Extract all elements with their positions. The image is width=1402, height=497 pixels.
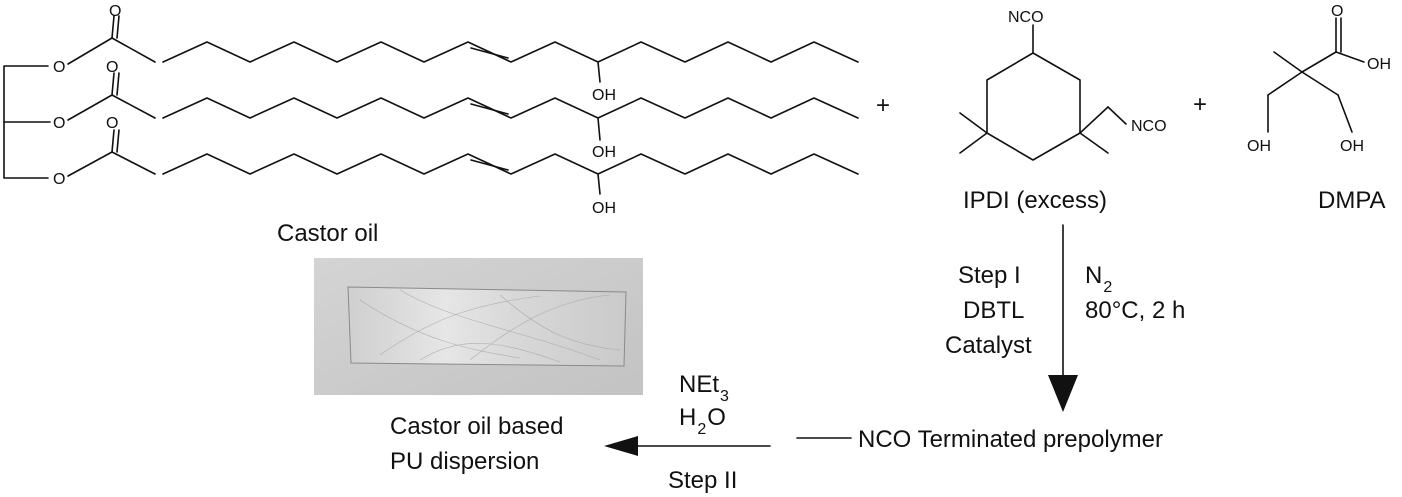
triethylamine-subscript: 3 (720, 388, 729, 405)
hydroxyl-2: OH (592, 144, 616, 161)
carboxyl-oh: OH (1367, 56, 1391, 73)
water-o: O (707, 404, 726, 431)
dmpa-hydroxyl-1: OH (1247, 138, 1271, 155)
carbonyl-o-2: O (106, 59, 118, 76)
film-scratches (359, 289, 621, 363)
ester-o-1: O (53, 59, 65, 76)
ricinoleate-chain-1 (67, 15, 859, 83)
carbonyl-o-1: O (109, 3, 121, 20)
hydroxyl-1: OH (592, 87, 616, 104)
carboxyl-carbonyl-o: O (1331, 3, 1343, 20)
catalyst-word: Catalyst (945, 332, 1032, 359)
hydroxyl-3: OH (592, 200, 616, 217)
water-label: H2O (679, 404, 726, 438)
film-photo (314, 258, 643, 395)
triethylamine-label: NEt3 (679, 371, 729, 405)
nitrogen-gas: N2 (1085, 262, 1112, 296)
product-label-line-1: Castor oil based (390, 413, 563, 440)
ricinoleate-chain-3 (67, 129, 859, 195)
nitrogen-symbol: N (1085, 262, 1102, 289)
step-2-arrowhead (604, 436, 638, 456)
ipdi-label: IPDI (excess) (963, 187, 1107, 214)
ricinoleate-chain-2 (67, 72, 859, 141)
isocyanate-group-1: NCO (1008, 9, 1044, 26)
plus-sign-1: + (876, 92, 890, 119)
step-2-arrow: NEt3 H2O Step II (604, 371, 771, 494)
step-1-label: Step I (958, 262, 1021, 289)
step-1-arrow: Step I DBTL Catalyst N2 80°C, 2 h (945, 224, 1185, 412)
isocyanate-group-2: NCO (1131, 118, 1167, 135)
dmpa-label: DMPA (1318, 187, 1386, 214)
triethylamine-formula: NEt (679, 371, 719, 398)
castor-oil-structure: O O O O O O OH OH OH Castor oil (3, 3, 859, 247)
dmpa-structure: O OH OH OH DMPA (1247, 3, 1391, 214)
step-2-label: Step II (668, 467, 737, 494)
dmpa-hydroxyl-2: OH (1340, 138, 1364, 155)
nitrogen-subscript: 2 (1103, 279, 1112, 296)
ester-o-3: O (53, 171, 65, 188)
water-subscript: 2 (697, 421, 706, 438)
ester-o-2: O (53, 115, 65, 132)
ipdi-structure: NCO NCO IPDI (excess) (959, 9, 1167, 214)
reaction-conditions: 80°C, 2 h (1085, 297, 1185, 324)
catalyst-name: DBTL (963, 297, 1024, 324)
water-h: H (679, 404, 696, 431)
product-label-line-2: PU dispersion (390, 448, 539, 475)
plus-sign-2: + (1193, 91, 1207, 118)
film-photo-icon (347, 286, 627, 367)
prepolymer-label: NCO Terminated prepolymer (858, 426, 1163, 453)
step-1-arrowhead (1048, 375, 1078, 412)
carbonyl-o-3: O (106, 115, 118, 132)
castor-oil-label: Castor oil (277, 220, 378, 247)
cyclohexane-ring (986, 52, 1081, 161)
